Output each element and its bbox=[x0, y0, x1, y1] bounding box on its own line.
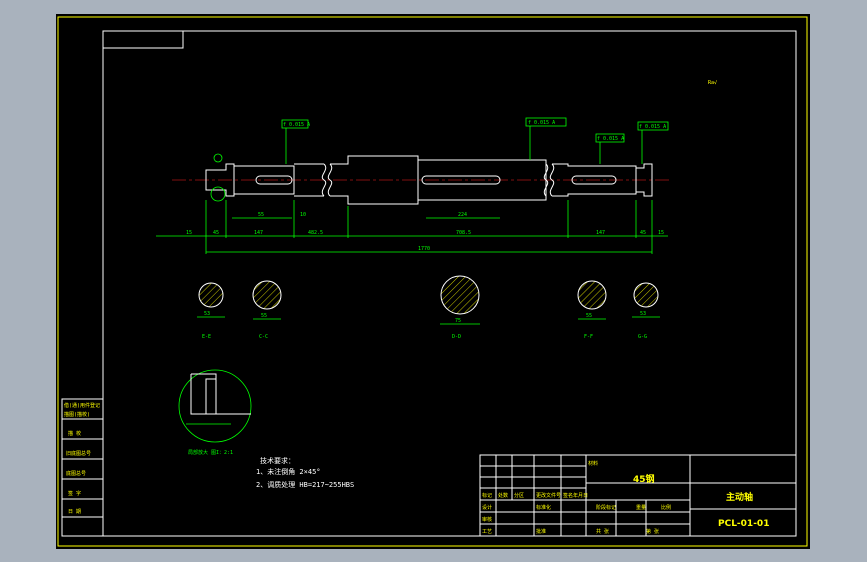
svg-text:F-F: F-F bbox=[584, 334, 593, 340]
svg-text:f 0.015 A: f 0.015 A bbox=[597, 136, 624, 142]
svg-text:E-E: E-E bbox=[202, 334, 211, 340]
tolerance-frames: f 0.015 A f 0.015 A f 0.015 A f 0.015 A bbox=[281, 117, 669, 164]
svg-text:f 0.015 A: f 0.015 A bbox=[528, 120, 555, 126]
svg-text:1770: 1770 bbox=[418, 246, 430, 252]
shaft-main-view bbox=[205, 153, 653, 205]
svg-text:147: 147 bbox=[254, 230, 263, 236]
material-value: 45钢 bbox=[633, 473, 655, 485]
svg-text:设计: 设计 bbox=[482, 504, 492, 511]
svg-text:2、调质处理 HB=217~255HBS: 2、调质处理 HB=217~255HBS bbox=[256, 480, 354, 489]
section-g bbox=[633, 282, 659, 308]
detail-view: 局部放大 图I：2:1 bbox=[178, 369, 252, 456]
svg-text:15: 15 bbox=[186, 230, 192, 236]
svg-text:技术要求：: 技术要求： bbox=[260, 456, 295, 465]
svg-text:处数: 处数 bbox=[498, 492, 508, 499]
inner-border bbox=[102, 30, 797, 537]
svg-text:55: 55 bbox=[261, 313, 267, 319]
section-d bbox=[440, 275, 480, 315]
svg-text:53: 53 bbox=[204, 311, 210, 317]
svg-text:比例: 比例 bbox=[661, 504, 671, 511]
part-name: 主动轴 bbox=[726, 491, 753, 503]
svg-text:阶段标记: 阶段标记 bbox=[596, 504, 616, 511]
svg-text:C-C: C-C bbox=[259, 334, 268, 340]
svg-text:55: 55 bbox=[586, 313, 592, 319]
section-views: 53 55 75 55 53 E-E C-C D-D F-F G-G bbox=[197, 275, 660, 340]
svg-text:15: 15 bbox=[658, 230, 664, 236]
svg-text:重量: 重量 bbox=[636, 504, 646, 511]
svg-text:局部放大 图I：2:1: 局部放大 图I：2:1 bbox=[188, 449, 233, 456]
svg-text:53: 53 bbox=[640, 311, 646, 317]
section-e bbox=[198, 282, 224, 308]
outer-border bbox=[57, 16, 808, 547]
svg-text:材料: 材料 bbox=[588, 460, 598, 467]
svg-text:审核: 审核 bbox=[482, 516, 492, 523]
svg-text:f 0.015 A: f 0.015 A bbox=[283, 122, 310, 128]
drawing-canvas: Ra√ f 0.015 A f 0.015 A f 0.015 A f 0.01… bbox=[57, 16, 808, 547]
svg-text:标记: 标记 bbox=[482, 492, 492, 499]
roughness-symbol: Ra√ bbox=[708, 80, 717, 86]
svg-text:224: 224 bbox=[458, 212, 467, 218]
svg-text:D-D: D-D bbox=[452, 334, 461, 340]
svg-text:更改文件号: 更改文件号 bbox=[536, 492, 561, 499]
left-info-column: 借(通)用件登记 描图(描校) 描 校 旧底图总号 底图总号 签 字 日 期 bbox=[61, 398, 104, 537]
svg-text:G-G: G-G bbox=[638, 334, 647, 340]
svg-text:f 0.015 A: f 0.015 A bbox=[639, 124, 666, 130]
section-f bbox=[577, 280, 607, 310]
svg-text:75: 75 bbox=[455, 318, 461, 324]
tech-requirements: 技术要求： 1、未注倒角 2×45° 2、调质处理 HB=217~255HBS bbox=[256, 456, 354, 489]
svg-text:147: 147 bbox=[596, 230, 605, 236]
svg-text:描图(描校): 描图(描校) bbox=[64, 411, 90, 418]
svg-text:分区: 分区 bbox=[514, 492, 524, 499]
svg-text:签名: 签名 bbox=[563, 492, 573, 499]
dimension-chain: 15 45 147 482.5 708.5 147 45 15 1770 55 … bbox=[156, 200, 668, 254]
corner-box bbox=[102, 30, 184, 49]
svg-text:第 张: 第 张 bbox=[646, 528, 659, 535]
svg-text:708.5: 708.5 bbox=[456, 230, 471, 236]
drawing-number: PCL-01-01 bbox=[718, 519, 769, 529]
svg-text:借(通)用件登记: 借(通)用件登记 bbox=[64, 402, 100, 409]
svg-text:482.5: 482.5 bbox=[308, 230, 323, 236]
title-block: 标记 处数 分区 更改文件号 签名 年月日 设计 标准化 阶段标记 重量 比例 … bbox=[479, 454, 797, 537]
svg-text:底图总号: 底图总号 bbox=[66, 470, 86, 477]
svg-text:签 字: 签 字 bbox=[68, 490, 81, 497]
svg-text:55: 55 bbox=[258, 212, 264, 218]
svg-text:旧底图总号: 旧底图总号 bbox=[66, 450, 91, 457]
svg-text:批准: 批准 bbox=[536, 528, 546, 535]
svg-text:日 期: 日 期 bbox=[68, 509, 81, 515]
svg-text:45: 45 bbox=[640, 230, 646, 236]
svg-text:共 张: 共 张 bbox=[596, 528, 609, 535]
svg-text:标准化: 标准化 bbox=[536, 504, 551, 511]
svg-text:45: 45 bbox=[213, 230, 219, 236]
svg-text:工艺: 工艺 bbox=[482, 529, 492, 535]
svg-text:描 校: 描 校 bbox=[68, 430, 81, 437]
cad-viewport[interactable]: Ra√ f 0.015 A f 0.015 A f 0.015 A f 0.01… bbox=[56, 14, 810, 549]
svg-text:10: 10 bbox=[300, 212, 306, 218]
svg-text:1、未注倒角 2×45°: 1、未注倒角 2×45° bbox=[256, 467, 321, 476]
svg-text:年月日: 年月日 bbox=[573, 492, 588, 499]
section-c bbox=[252, 280, 282, 310]
